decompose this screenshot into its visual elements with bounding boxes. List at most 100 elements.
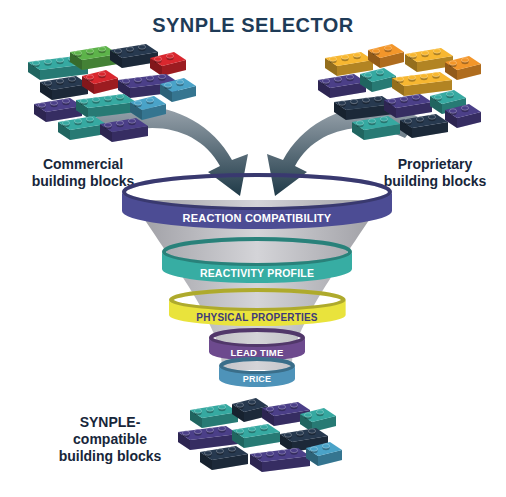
brick-top [430, 90, 466, 104]
brick-stud [449, 61, 456, 65]
brick-stud [74, 119, 81, 123]
brick-stud [329, 57, 336, 61]
brick-stud [56, 58, 63, 62]
ring-rim-shade [211, 330, 303, 346]
brick-stud [362, 98, 369, 102]
brick-stud [396, 77, 403, 81]
lego-brick [360, 68, 396, 92]
brick-top [150, 52, 186, 66]
brick-stud [380, 117, 387, 121]
brick-stud [266, 407, 273, 411]
brick-stud [80, 99, 87, 103]
brick-stud [278, 450, 285, 454]
brick-stud [341, 55, 348, 59]
brick-stud [421, 51, 428, 55]
brick-stud [194, 429, 201, 433]
ring-rim [124, 175, 390, 209]
brick-top [118, 74, 178, 88]
brick-stud [404, 119, 411, 123]
brick-stud [374, 96, 381, 100]
brick-stud [420, 74, 427, 78]
lego-brick [306, 442, 342, 466]
lego-brick [130, 96, 166, 120]
lego-brick [318, 74, 366, 98]
lego-brick [352, 116, 400, 140]
brick-stud [134, 101, 141, 105]
brick-stud [308, 429, 315, 433]
brick-top [190, 404, 238, 418]
brick-stud [334, 77, 341, 81]
brick-top [352, 116, 400, 130]
ring-band [162, 252, 352, 283]
filter-ring: PHYSICAL PROPERTIES [169, 289, 346, 326]
lego-bricks [28, 44, 481, 472]
brick-stud [68, 77, 75, 81]
brick-stud [296, 431, 303, 435]
brick-stud [284, 433, 291, 437]
brick-stud [218, 405, 225, 409]
brick-stud [446, 92, 453, 96]
brick-top [76, 94, 136, 108]
brick-top [82, 70, 118, 84]
filter-ring: LEAD TIME [209, 329, 305, 361]
lego-brick [368, 44, 404, 68]
brick-top [325, 52, 373, 66]
ring-label: REACTION COMPATIBILITY [122, 209, 392, 228]
brick-top [100, 118, 148, 132]
brick-stud [254, 453, 261, 457]
brick-stud [434, 95, 441, 99]
brick-top [200, 446, 248, 460]
lego-brick [160, 78, 196, 102]
brick-stud [266, 451, 273, 455]
brick-stud [290, 448, 297, 452]
brick-stud [346, 75, 353, 79]
brick-top [232, 424, 280, 438]
brick-top [384, 94, 432, 108]
lego-brick [58, 116, 106, 140]
brick-stud [461, 58, 468, 62]
brick-stud [98, 72, 105, 76]
brick-stud [400, 97, 407, 101]
ring-rim [164, 239, 350, 265]
brick-top [368, 44, 404, 58]
lego-brick [392, 72, 452, 96]
brick-stud [388, 99, 395, 103]
brick-stud [449, 109, 456, 113]
brick-stud [461, 106, 468, 110]
brick-top [392, 72, 452, 86]
brick-stud [322, 79, 329, 83]
lego-brick [200, 446, 248, 470]
lego-brick [82, 70, 118, 94]
brick-stud [50, 101, 57, 105]
brick-stud [182, 431, 189, 435]
brick-stud [228, 447, 235, 451]
brick-stud [204, 451, 211, 455]
brick-stud [322, 444, 329, 448]
ring-rim-shade [171, 290, 344, 310]
brick-stud [356, 121, 363, 125]
brick-top [445, 104, 481, 118]
brick-stud [260, 425, 267, 429]
lego-brick [178, 426, 238, 450]
ring-band [122, 192, 392, 229]
brick-top [130, 96, 166, 110]
brick-stud [412, 95, 419, 99]
brick-stud [408, 75, 415, 79]
ring-rim [211, 330, 303, 346]
brick-stud [114, 49, 121, 53]
brick-stud [158, 74, 165, 78]
brick-stud [116, 121, 123, 125]
brick-stud [364, 73, 371, 77]
brick-stud [44, 81, 51, 85]
pile-label: SYNPLE-compatible building blocks [50, 414, 170, 465]
brick-top [40, 76, 88, 90]
ring-rim-shade [164, 239, 350, 265]
brick-stud [433, 49, 440, 53]
lego-brick [325, 52, 373, 76]
brick-stud [146, 76, 153, 80]
lego-brick [300, 408, 336, 432]
brick-stud [316, 410, 323, 414]
brick-top [250, 448, 310, 462]
